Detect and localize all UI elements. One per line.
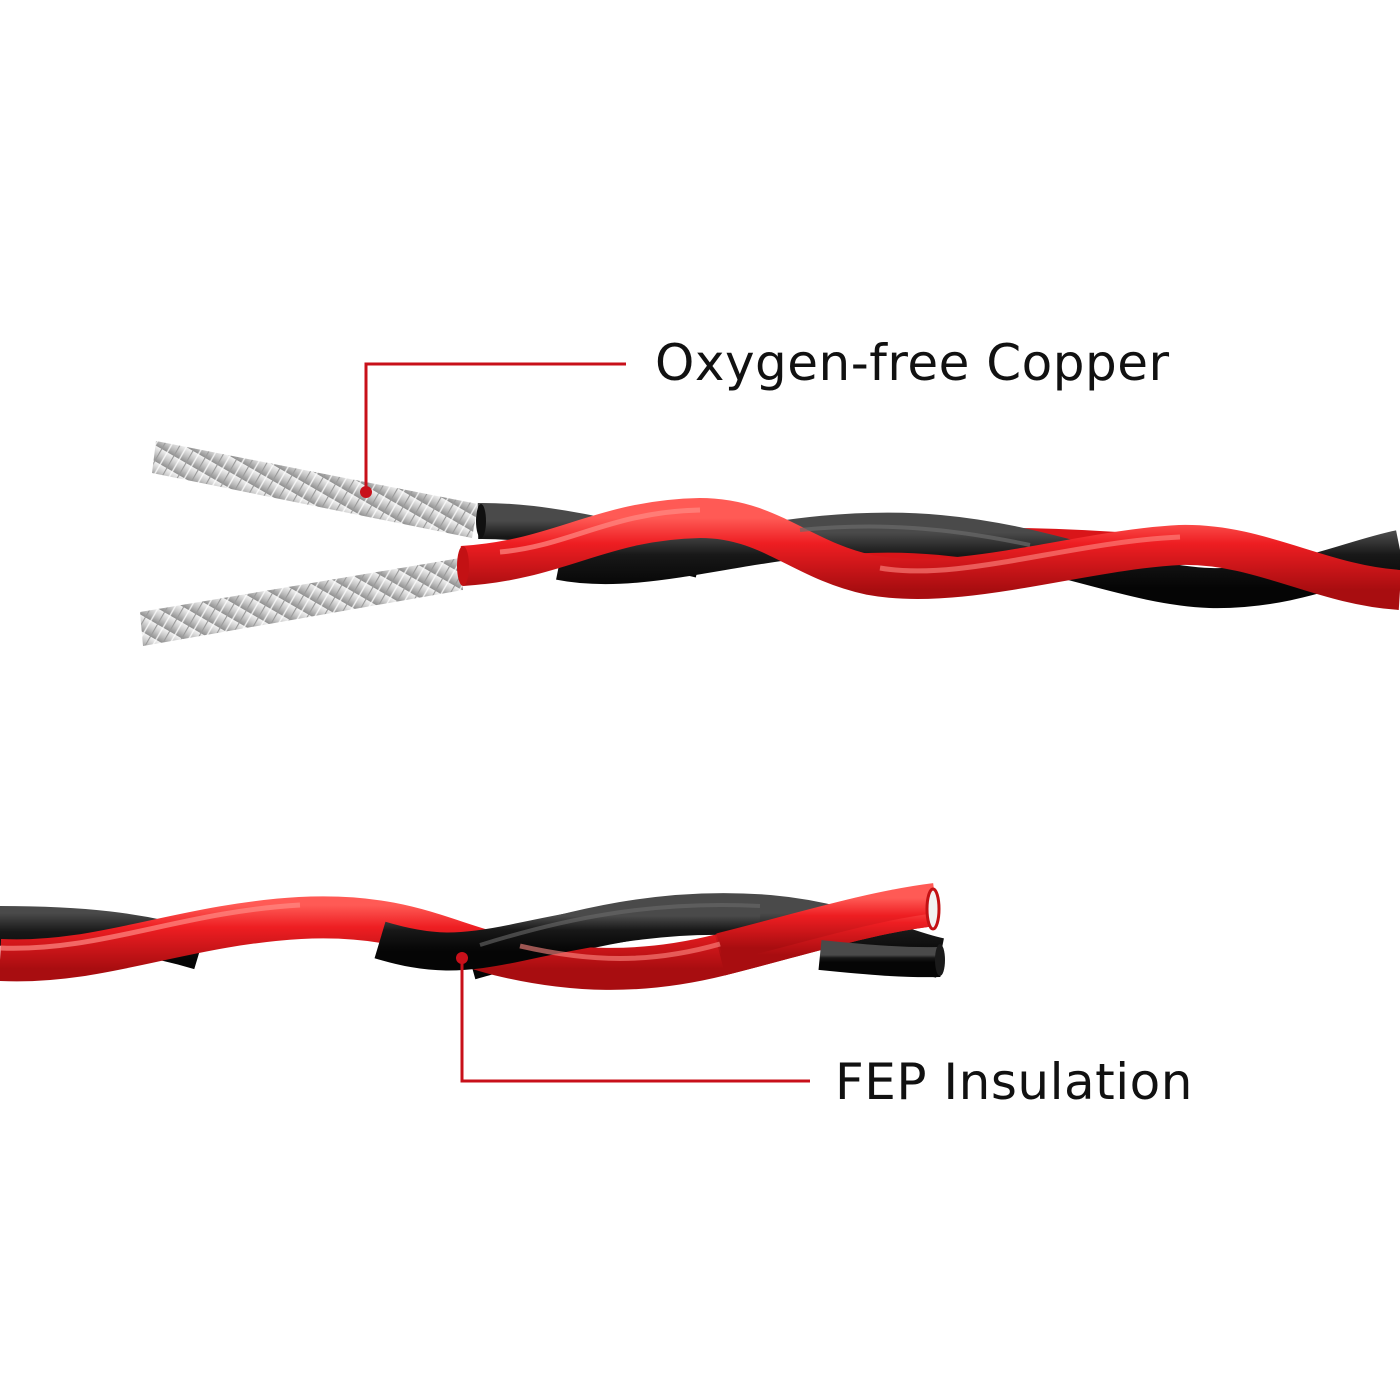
upper-cable — [140, 441, 1400, 646]
callout-label-insulation: FEP Insulation — [835, 1053, 1193, 1111]
callout-insulation-pointer — [456, 952, 810, 1083]
upper-red-wire-end — [457, 546, 469, 586]
upper-conductor-top — [152, 441, 478, 538]
lower-cable — [0, 883, 945, 990]
lower-red-wire-end — [925, 887, 941, 931]
callout-copper-dot — [360, 486, 372, 498]
lower-black-wire-front — [374, 896, 762, 971]
lower-black-wire-end — [935, 944, 945, 976]
upper-conductor-bottom — [140, 558, 463, 646]
callout-label-copper: Oxygen-free Copper — [655, 334, 1170, 392]
upper-black-wire-end — [476, 504, 486, 538]
callout-insulation-dot — [456, 952, 468, 964]
upper-red-wire-front — [460, 497, 1400, 610]
callout-copper-pointer — [360, 362, 626, 498]
